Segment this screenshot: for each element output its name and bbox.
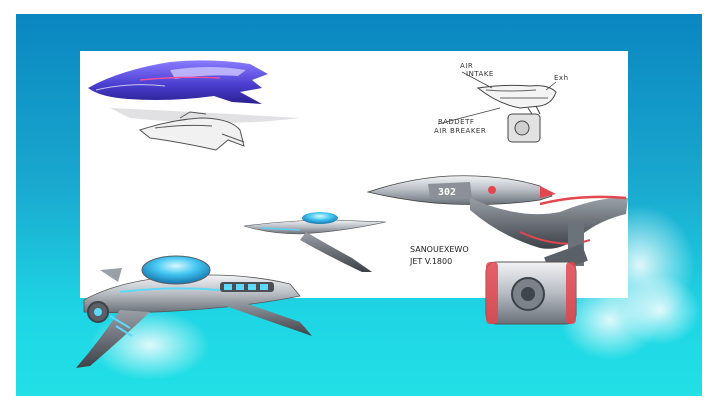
- note-exh: Exh: [554, 74, 569, 82]
- note-air-breaker: AIR BREAKER: [434, 127, 486, 135]
- signature-line-2: JET V.1800: [409, 257, 452, 266]
- pencil-sketch-small: [138, 111, 245, 151]
- grey-red-ship: [366, 175, 628, 325]
- cloud-right: [560, 205, 700, 360]
- note-raddetf: RADDETF: [438, 118, 474, 126]
- note-intake: INTAKE: [466, 70, 494, 78]
- silver-glider: [243, 212, 387, 272]
- note-air: AIR: [460, 62, 473, 70]
- hull-number: 302: [438, 187, 456, 198]
- pencil-sketch-large: [437, 71, 557, 143]
- silver-cyan-ship: [76, 255, 312, 368]
- signature-line-1: SANOUEXEWO: [410, 245, 469, 254]
- violet-ship: [88, 60, 300, 123]
